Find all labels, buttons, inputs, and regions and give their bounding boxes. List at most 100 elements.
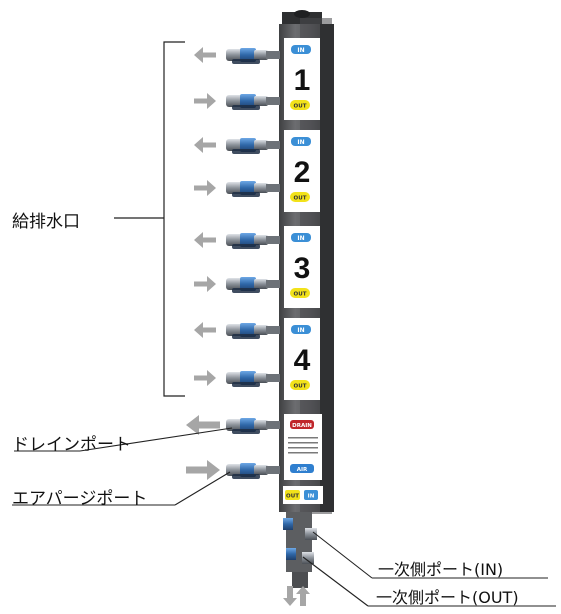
right-arrow-icon [194,93,216,109]
left-arrow-icon [194,137,216,153]
drain-air-panel: DRAIN AIR [284,414,322,480]
caption-line [288,437,318,439]
drain-badge [290,420,314,429]
fitting-3 [226,138,280,154]
fitting-stem [266,374,280,382]
out-badge-text: OUT [294,104,307,110]
right-arrow-icon [194,276,216,292]
fitting-collar [240,94,256,108]
flow-arrow-5 [194,232,216,248]
out-badge-text: OUT [294,384,307,390]
fitting-5 [226,233,280,249]
right-arrow-icon [186,460,220,480]
out-badge-text: OUT [294,196,307,202]
fitting-stem [266,280,280,288]
primary-in-badge [304,490,318,500]
drain-badge-text: DRAIN [292,423,312,429]
fitting-body [254,465,268,475]
fitting-stem [266,141,280,149]
fitting-stem [266,51,280,59]
out-badge [290,192,310,202]
fitting-nut [226,95,244,107]
air-badge [290,464,314,473]
fitting-shadow [232,429,260,434]
right-arrow-icon [194,370,216,386]
fitting-collar [240,418,256,432]
zone-number: 2 [294,156,311,189]
left-arrow-icon [194,232,216,248]
primary-port-assembly [283,512,317,588]
fitting-stem [266,236,280,244]
fitting-collar [240,371,256,385]
fittings-group [226,48,280,479]
primary-out-badge-text: OUT [286,494,299,500]
flow-arrow-3 [194,137,216,153]
in-badge [291,45,311,54]
fitting-body [254,325,268,335]
fitting-collar [240,181,256,195]
fitting-body [254,420,268,430]
fitting-collar [240,233,256,247]
in-badge [291,137,311,146]
fitting-nut [226,49,244,61]
fitting-nut [226,234,244,246]
fitting-stem [266,184,280,192]
ports-bracket [114,41,185,397]
primary-out-badge [285,490,300,500]
fitting-nut [226,278,244,290]
primary-in-badge-text: IN [308,494,315,500]
flow-arrows-group [186,47,220,480]
air-badge-text: AIR [297,467,308,473]
zone-number: 3 [294,252,311,285]
supply-drain-ports-label: 給排水口 [12,212,80,232]
right-arrow-icon [194,180,216,196]
primary-out-label: 一次側ポート(OUT) [376,588,519,607]
fitting-body [254,279,268,289]
in-badge [291,233,311,242]
left-arrow-icon [194,322,216,338]
primary-badge-panel: OUT IN [283,486,323,504]
primary-in-label: 一次側ポート(IN) [378,560,504,579]
out-badge [290,288,310,298]
in-badge-text: IN [297,235,304,242]
fitting-nut [226,182,244,194]
fitting-collar [240,463,256,477]
flow-arrow-1 [194,47,216,63]
fitting-collar [240,323,256,337]
fitting-shadow [232,149,260,154]
out-badge [290,380,310,390]
fitting-body [254,140,268,150]
fitting-stem [266,326,280,334]
flow-arrow-10 [186,460,220,480]
zone-number: 4 [294,344,311,377]
fitting-6 [226,277,280,293]
fitting-1 [226,48,280,64]
flow-arrow-8 [194,370,216,386]
fitting-stem [266,421,280,429]
flow-arrow-6 [194,276,216,292]
fitting-shadow [232,244,260,249]
in-badge-text: IN [297,327,304,334]
in-badge [291,325,311,334]
fitting-shadow [232,334,260,339]
fitting-body [254,96,268,106]
fitting-shadow [232,288,260,293]
flow-arrow-4 [194,180,216,196]
fitting-shadow [232,105,260,110]
leader-lines [12,427,556,607]
flow-arrow-2 [194,93,216,109]
fitting-body [254,50,268,60]
fitting-body [254,183,268,193]
left-arrow-icon [194,47,216,63]
fitting-nut [226,324,244,336]
fitting-shadow [232,192,260,197]
fitting-collar [240,138,256,152]
out-badge-text: OUT [294,292,307,298]
fitting-7 [226,323,280,339]
